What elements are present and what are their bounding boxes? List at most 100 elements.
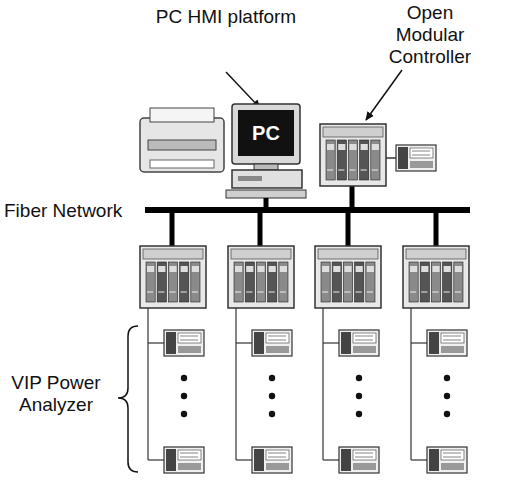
analyzer-wire [236, 342, 252, 343]
device-part [443, 340, 461, 341]
device-part [169, 292, 175, 293]
controller-rack [403, 246, 469, 308]
pc-screen: PC [238, 110, 294, 156]
device-part [339, 330, 379, 356]
power-analyzer [427, 330, 467, 356]
device-part [180, 340, 198, 341]
analyzer-wire [410, 308, 411, 460]
bus-drop [170, 210, 175, 246]
device-part [431, 262, 440, 302]
device-part [256, 262, 265, 302]
device-part [180, 336, 198, 337]
printer [140, 108, 224, 172]
device-part [344, 266, 351, 272]
device-part [353, 346, 376, 353]
device-part [444, 292, 450, 293]
power-analyzer [427, 447, 467, 473]
ellipsis-dot [181, 393, 187, 399]
device-part [268, 453, 286, 454]
device-part [367, 292, 373, 293]
device-part [180, 453, 198, 454]
device-part [268, 457, 286, 458]
analyzer-wire [322, 308, 323, 460]
device-part [367, 266, 374, 272]
device-part [266, 346, 289, 353]
device-part [421, 292, 427, 293]
controller-rack [140, 246, 206, 308]
device-part [410, 161, 433, 168]
ellipsis-dot [269, 411, 275, 417]
device-part [266, 463, 289, 470]
callout-label: Open Modular Controller [380, 2, 480, 68]
device-part [280, 266, 287, 272]
device-part [443, 457, 461, 458]
analyzer-wire [235, 308, 236, 460]
device-part [427, 330, 467, 356]
device-part [429, 449, 439, 471]
ellipsis-dot [356, 411, 362, 417]
ellipsis-dot [269, 375, 275, 381]
device-part [169, 266, 176, 272]
analyzer-wire [323, 342, 339, 343]
device-part [338, 170, 344, 171]
device-part [349, 170, 355, 171]
analyzer-wire [236, 459, 252, 460]
device-part [337, 140, 346, 180]
screen-label: PC [252, 122, 280, 145]
device-part [147, 266, 154, 272]
power-analyzer [164, 447, 204, 473]
analyzer-wire [323, 459, 339, 460]
device-part [140, 246, 206, 308]
device-part [441, 346, 464, 353]
power-analyzer [252, 447, 292, 473]
device-part [269, 266, 276, 272]
device-part [326, 140, 335, 180]
bus-drop [258, 210, 263, 246]
device-part [344, 292, 350, 293]
device-part [178, 346, 201, 353]
device-part [353, 450, 376, 460]
device-part [341, 449, 351, 471]
ellipsis-dot [444, 411, 450, 417]
brace [118, 326, 138, 472]
device-part [180, 262, 189, 302]
analyzer-wire [148, 342, 164, 343]
device-part [252, 330, 292, 356]
controller-rack [320, 124, 386, 186]
device-part [234, 262, 243, 302]
device-part [327, 170, 333, 171]
device-part [366, 262, 375, 302]
fiber-bus [145, 207, 470, 213]
device-part [333, 266, 340, 272]
device-part [322, 292, 328, 293]
device-part [441, 333, 464, 343]
power-analyzer [396, 145, 436, 171]
device-part [341, 332, 351, 354]
callout-label: PC HMI platform [151, 6, 301, 28]
device-part [164, 330, 204, 356]
power-analyzer [252, 330, 292, 356]
bus-drop [264, 198, 269, 210]
device-part [355, 262, 364, 302]
device-part [245, 262, 254, 302]
controller-rack [315, 246, 381, 308]
device-part [315, 246, 381, 308]
device-part [280, 292, 286, 293]
ellipsis-dot [356, 393, 362, 399]
device-part [412, 151, 430, 152]
device-part [443, 262, 452, 302]
device-part [327, 144, 334, 150]
bus-drop [346, 210, 351, 246]
device-part [360, 140, 369, 180]
device-part [455, 292, 461, 293]
device-part [443, 336, 461, 337]
device-part [257, 266, 264, 272]
device-part [410, 266, 417, 272]
power-analyzer [164, 330, 204, 356]
leader-arrow [366, 70, 402, 120]
device-part [332, 262, 341, 302]
device-part [246, 266, 253, 272]
device-part [396, 145, 436, 171]
ellipsis-dot [269, 393, 275, 399]
device-part [268, 262, 277, 302]
